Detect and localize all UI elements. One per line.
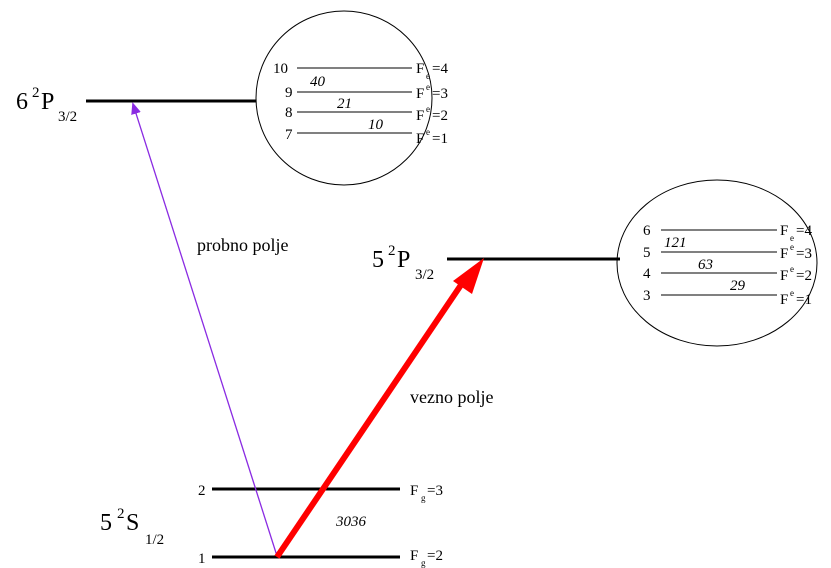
inset-6p-num-7: 7	[285, 127, 293, 143]
inset-5p-ellipse	[616, 179, 818, 347]
level-5p32-label: 5 2 P 3/2	[372, 235, 434, 283]
ground-splitting: 3036	[335, 514, 367, 530]
inset-5p-levels	[661, 229, 777, 296]
level-5s12-label: 5 2 S 1/2	[100, 498, 164, 548]
inset-6p-levels	[297, 67, 412, 134]
inset-5p-num-6: 6	[643, 223, 651, 239]
inset-6p-gap-40: 40	[310, 74, 326, 90]
inset-6p-gap-10: 10	[368, 117, 384, 133]
inset-5p-gap-121: 121	[664, 235, 687, 251]
probe-field-label: probno polje	[197, 235, 289, 255]
probe-field-arrow	[131, 102, 278, 557]
inset-5p-gap-29: 29	[730, 278, 746, 294]
inset-5p-num-3: 3	[643, 288, 651, 304]
inset-6p-num-9: 9	[285, 85, 293, 101]
inset-5p-num-5: 5	[643, 245, 651, 261]
ground-num-2: 2	[198, 483, 206, 499]
inset-6p-gap-21: 21	[337, 96, 352, 112]
inset-5p-num-4: 4	[643, 266, 651, 282]
ground-num-1: 1	[198, 551, 206, 567]
inset-6p-num-10: 10	[273, 61, 288, 77]
level-6p32-label: 6 2 P 3/2	[16, 77, 77, 125]
coupling-field-label: vezno polje	[410, 387, 493, 407]
coupling-field-arrow	[274, 280, 466, 559]
inset-5p-gap-63: 63	[698, 257, 713, 273]
inset-6p-num-8: 8	[285, 105, 293, 121]
inset-6p-ellipse	[255, 10, 433, 186]
coupling-field-arrowhead	[453, 258, 484, 294]
